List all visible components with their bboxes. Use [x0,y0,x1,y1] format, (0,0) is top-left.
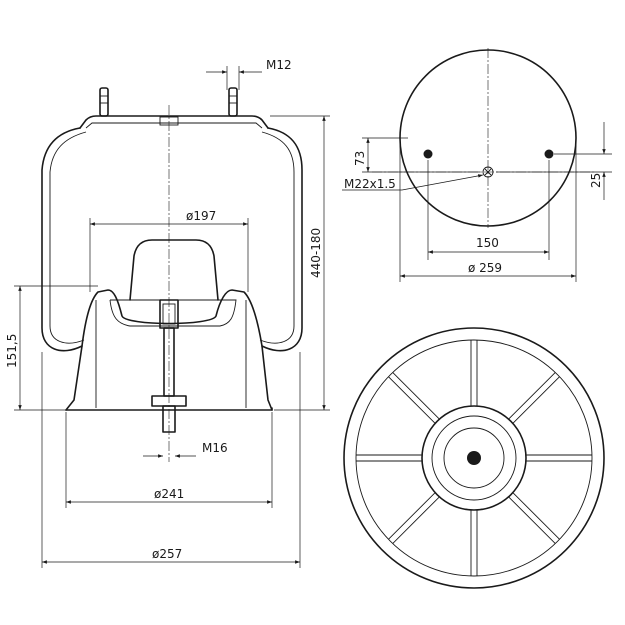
label-m22: M22x1.5 [344,177,396,191]
bottom-outer-circle [343,327,605,589]
bottom-rim-circle [355,339,593,577]
center-port-cross-b [484,168,492,176]
label-73: 73 [353,151,367,166]
rib-line [512,492,560,540]
top-plate [79,115,269,129]
right-stud-hole [544,149,554,159]
label-m16: M16 [202,441,228,455]
top-plate-inner [85,122,263,129]
bottom-center-hole [467,451,481,465]
bottom-hub-middle [431,415,517,501]
label-piston-height: 151,5 [5,334,19,368]
label-m12: M12 [266,58,292,72]
center-bolt [151,299,187,433]
bottom-hub-inner [443,427,505,489]
left-stud-hole [423,149,433,159]
label-height-range: 440-180 [309,228,323,278]
m22-leader [401,174,484,191]
rib-line [508,496,556,544]
label-dia-257: ø257 [152,547,182,561]
rib-line [392,496,440,544]
bottom-ribs [356,340,592,576]
side-view: M12 ø197 440-180 151,5 M16 ø241 ø257 [5,58,330,568]
bellows-inner [49,131,295,344]
piston-inner-wall [95,300,247,408]
piston [65,289,273,411]
rib-line [388,376,436,424]
bottom-hub-outer [421,405,527,511]
rib-line [388,492,436,540]
top-view: 73 M22x1.5 25 150 ø 259 [342,48,612,282]
rib-line [508,372,556,420]
label-dia-197: ø197 [186,209,216,223]
right-mounting-stud [228,87,238,117]
left-mounting-stud [99,87,109,117]
bottom-view [343,327,605,589]
label-150: 150 [476,236,499,250]
label-dia-241: ø241 [154,487,184,501]
air-port [159,116,179,126]
label-25: 25 [589,173,603,188]
rib-line [512,376,560,424]
label-dia-259: ø 259 [468,261,502,275]
bellows-outer [41,127,303,352]
bumper [129,239,219,301]
rib-line [392,372,440,420]
center-port [482,166,494,178]
bumper-base [109,299,237,327]
